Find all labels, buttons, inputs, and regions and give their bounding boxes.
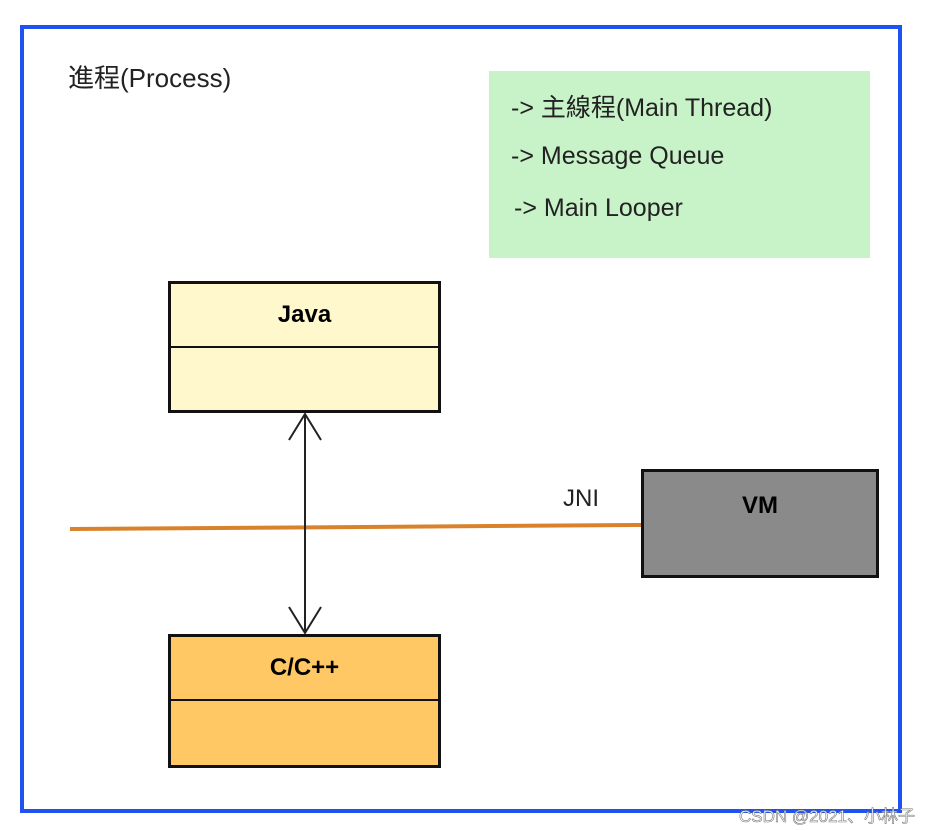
note-main-thread: -> 主線程(Main Thread) (511, 94, 773, 122)
java-label: Java (171, 284, 438, 348)
arrow-head-up (288, 412, 322, 441)
vm-box: VM (641, 469, 879, 578)
jni-boundary-line (69, 523, 642, 531)
process-frame (20, 25, 902, 813)
jni-label: JNI (563, 485, 599, 512)
java-box: Java (168, 281, 441, 413)
note-message-queue: -> Message Queue (511, 142, 725, 170)
arrow-head-down (288, 606, 322, 635)
watermark: CSDN @2021、小林子 (739, 807, 916, 827)
thread-note: -> 主線程(Main Thread) -> Message Queue -> … (489, 71, 870, 258)
note-main-looper: -> Main Looper (514, 194, 683, 222)
cpp-label: C/C++ (171, 637, 438, 701)
process-label: 進程(Process) (68, 63, 232, 93)
vm-label: VM (742, 492, 778, 519)
cpp-box: C/C++ (168, 634, 441, 768)
